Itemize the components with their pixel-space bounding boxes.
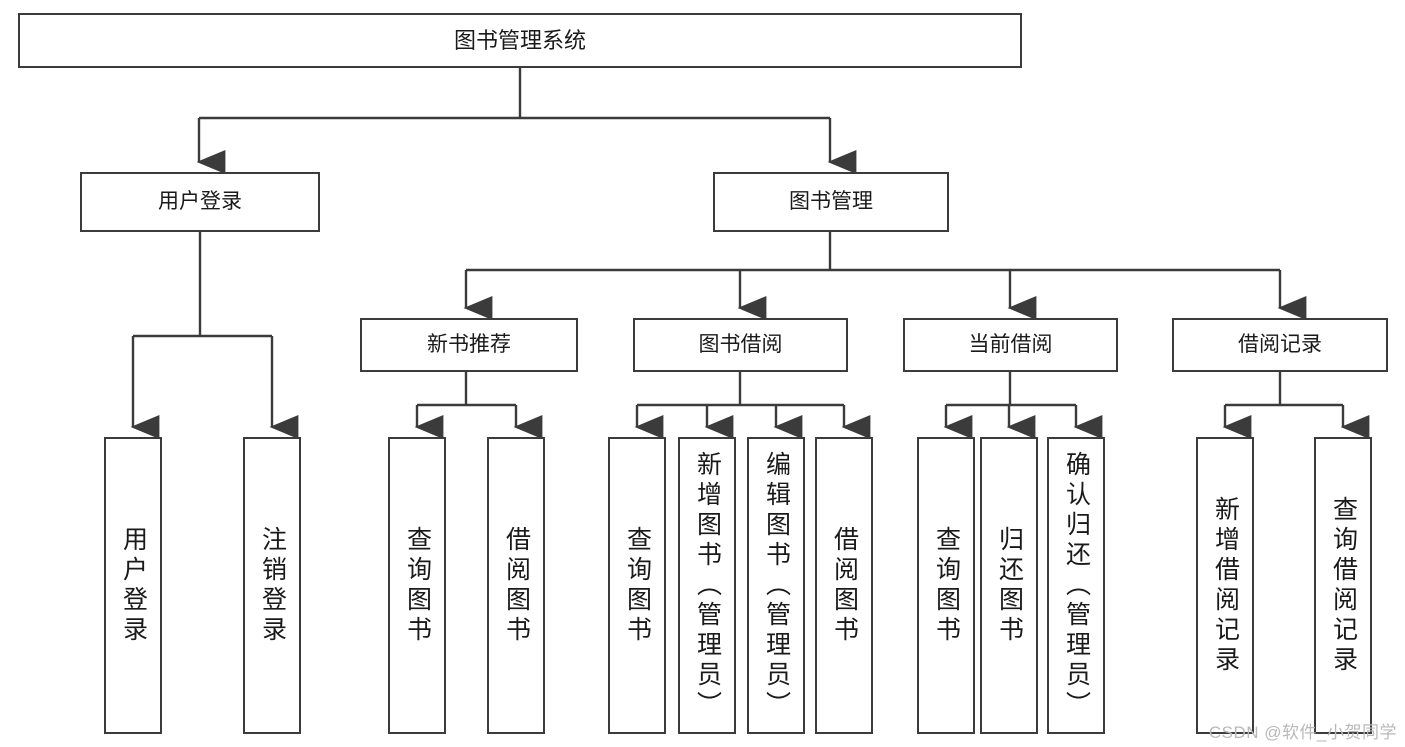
leaf-bb-query-book-label: 查询图书: [623, 525, 652, 646]
leaf-bb-add-book[interactable]: 新增图书（管理员）: [678, 437, 736, 734]
leaf-cb-confirm-return[interactable]: 确认归还（管理员）: [1047, 437, 1105, 734]
leaf-nbr-query-book-label: 查询图书: [403, 525, 432, 646]
leaf-br-add-record-label: 新增借阅记录: [1211, 495, 1240, 676]
leaf-cb-query-book-label: 查询图书: [932, 525, 961, 646]
watermark-text: CSDN @软件_小贺同学: [1208, 723, 1397, 742]
node-book-management[interactable]: 图书管理: [713, 172, 949, 232]
node-current-borrow[interactable]: 当前借阅: [903, 318, 1118, 372]
node-root[interactable]: 图书管理系统: [18, 13, 1022, 68]
leaf-nbr-borrow-book-label: 借阅图书: [502, 525, 531, 646]
node-user-login-label: 用户登录: [158, 189, 242, 213]
leaf-bb-borrow-book-label: 借阅图书: [830, 525, 859, 646]
leaf-cb-query-book[interactable]: 查询图书: [917, 437, 975, 734]
leaf-user-login[interactable]: 用户登录: [104, 437, 162, 734]
node-book-borrow-label: 图书借阅: [698, 332, 783, 356]
leaf-logout[interactable]: 注销登录: [243, 437, 301, 734]
node-current-borrow-label: 当前借阅: [968, 332, 1053, 356]
leaf-nbr-query-book[interactable]: 查询图书: [388, 437, 446, 734]
leaf-br-add-record[interactable]: 新增借阅记录: [1196, 437, 1254, 734]
leaf-cb-return-book-label: 归还图书: [995, 525, 1024, 646]
leaf-bb-add-book-label: 新增图书（管理员）: [693, 450, 722, 721]
node-new-book-recommend[interactable]: 新书推荐: [360, 318, 578, 372]
node-root-label: 图书管理系统: [453, 27, 586, 53]
leaf-bb-query-book[interactable]: 查询图书: [608, 437, 666, 734]
leaf-br-query-record-label: 查询借阅记录: [1329, 495, 1358, 676]
leaf-bb-borrow-book[interactable]: 借阅图书: [815, 437, 873, 734]
node-new-book-recommend-label: 新书推荐: [427, 332, 511, 356]
leaf-bb-edit-book[interactable]: 编辑图书（管理员）: [747, 437, 805, 734]
leaf-logout-label: 注销登录: [258, 525, 287, 646]
node-borrow-record[interactable]: 借阅记录: [1172, 318, 1388, 372]
leaf-nbr-borrow-book[interactable]: 借阅图书: [487, 437, 545, 734]
leaf-bb-edit-book-label: 编辑图书（管理员）: [762, 450, 791, 721]
leaf-cb-return-book[interactable]: 归还图书: [980, 437, 1038, 734]
node-user-login[interactable]: 用户登录: [80, 172, 320, 232]
leaf-cb-confirm-return-label: 确认归还（管理员）: [1062, 450, 1091, 721]
leaf-br-query-record[interactable]: 查询借阅记录: [1314, 437, 1372, 734]
node-book-borrow[interactable]: 图书借阅: [633, 318, 848, 372]
leaf-user-login-label: 用户登录: [119, 525, 148, 646]
node-borrow-record-label: 借阅记录: [1238, 332, 1322, 356]
node-book-management-label: 图书管理: [789, 189, 873, 213]
